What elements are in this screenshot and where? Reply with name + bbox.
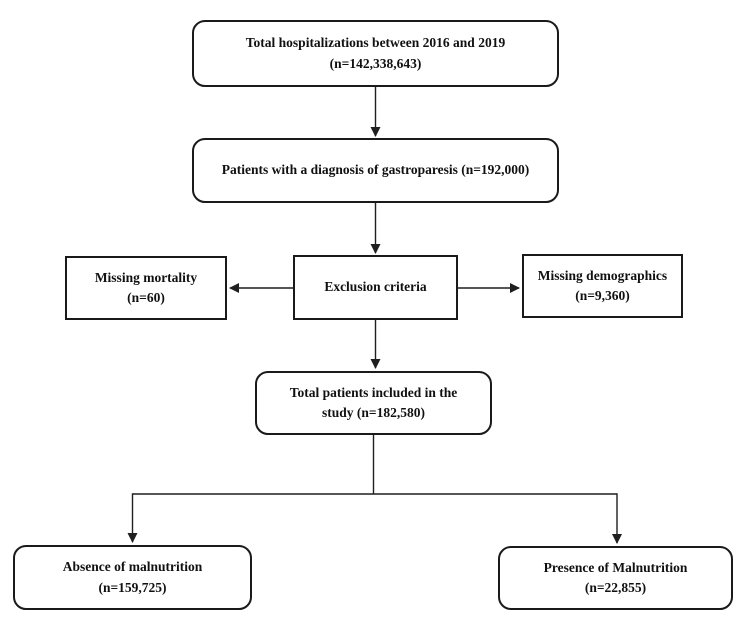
- box-absence-malnutrition: Absence of malnutrition (n=159,725): [13, 545, 252, 610]
- box-missing-mortality-line1: Missing mortality: [94, 269, 198, 285]
- box-absence-malnutrition-line1: Absence of malnutrition: [62, 559, 203, 575]
- box-total-included: Total patients included in the study (n=…: [255, 371, 492, 435]
- box-total-hospitalizations: Total hospitalizations between 2016 and …: [192, 20, 559, 87]
- box-exclusion-criteria-line1: Exclusion criteria: [324, 279, 427, 295]
- box-exclusion-criteria: Exclusion criteria: [293, 255, 458, 320]
- box-total-included-line1: Total patients included in the: [289, 384, 458, 400]
- box-total-hospitalizations-line1: Total hospitalizations between 2016 and …: [245, 35, 506, 51]
- box-absence-malnutrition-line2: (n=159,725): [98, 579, 167, 595]
- box-presence-malnutrition-line1: Presence of Malnutrition: [543, 559, 688, 575]
- box-gastroparesis-diagnosis-line1: Patients with a diagnosis of gastropares…: [221, 162, 530, 178]
- box-presence-malnutrition-line2: (n=22,855): [584, 580, 647, 595]
- box-gastroparesis-diagnosis: Patients with a diagnosis of gastropares…: [192, 138, 559, 203]
- box-missing-demographics-line1: Missing demographics: [537, 267, 668, 283]
- box-total-included-line2: study (n=182,580): [322, 405, 425, 420]
- box-total-hospitalizations-line2: (n=142,338,643): [329, 55, 422, 71]
- box-missing-mortality-line2: (n=60): [127, 290, 165, 305]
- box-missing-demographics: Missing demographics (n=9,360): [522, 254, 683, 318]
- box-presence-malnutrition: Presence of Malnutrition (n=22,855): [498, 546, 733, 610]
- box-missing-mortality: Missing mortality (n=60): [65, 256, 227, 320]
- box-missing-demographics-line2: (n=9,360): [575, 288, 630, 303]
